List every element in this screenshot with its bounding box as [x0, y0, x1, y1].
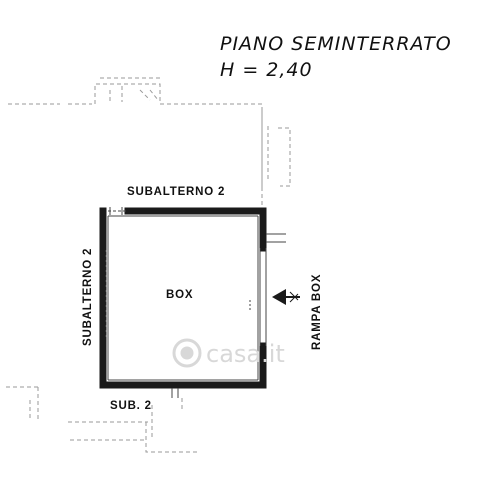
label-left-subalterno: SUBALTERNO 2: [82, 248, 94, 346]
surrounding-structures: [6, 77, 291, 453]
label-bottom-sub: SUB. 2: [110, 400, 152, 412]
watermark-text: casa.it: [206, 340, 285, 368]
box-walls: [99, 207, 267, 389]
room-label-box: BOX: [166, 289, 193, 301]
plan-height: H = 2,40: [220, 59, 313, 81]
arrow-left-icon: [272, 289, 300, 305]
plan-title: PIANO SEMINTERRATO: [220, 33, 452, 55]
label-rampa-box: RAMPA BOX: [311, 274, 323, 350]
box-details: [105, 207, 286, 398]
watermark: casa.it: [172, 338, 285, 368]
camera-logo-icon: [172, 338, 202, 368]
label-top-subalterno: SUBALTERNO 2: [127, 186, 225, 198]
